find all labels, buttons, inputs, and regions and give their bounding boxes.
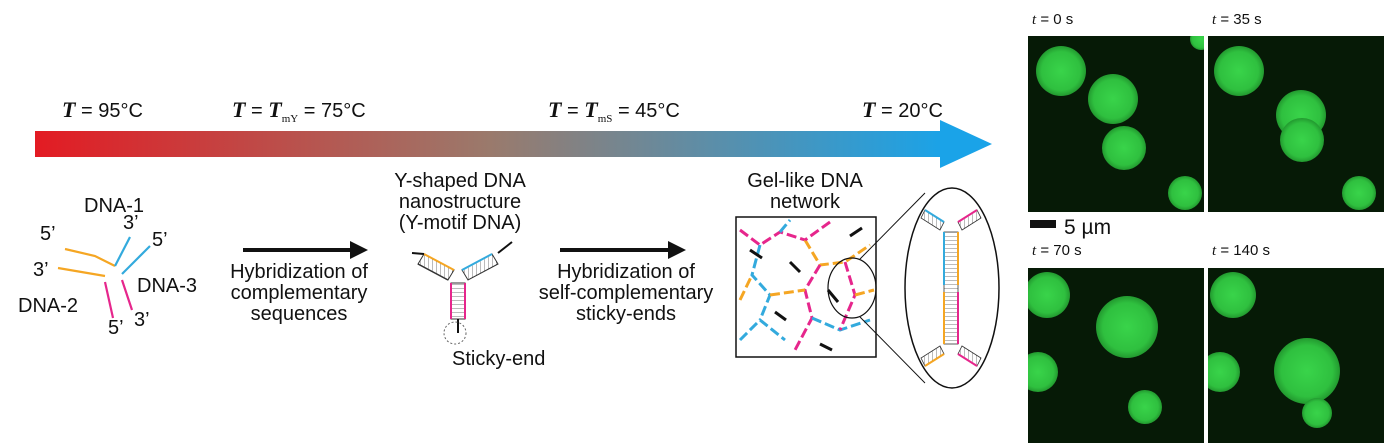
micrograph-t35 bbox=[1208, 36, 1384, 212]
dna2-label: DNA-2 bbox=[18, 295, 79, 317]
dna-network bbox=[735, 187, 1000, 389]
frame-time-label: t = 140 s bbox=[1212, 242, 1270, 259]
sticky-end-label: Sticky-end bbox=[452, 348, 546, 370]
single-strands bbox=[57, 236, 151, 319]
temperature-arrow bbox=[35, 120, 992, 168]
end-label: 5’ bbox=[108, 317, 124, 339]
frame-time-label: t = 70 s bbox=[1032, 242, 1082, 259]
end-label: 5’ bbox=[40, 223, 56, 245]
y-motif-structure bbox=[411, 241, 513, 345]
step1-arrow bbox=[243, 241, 368, 259]
micrograph-t140 bbox=[1208, 268, 1384, 443]
temp-label-tmy: T = TmY = 75°C bbox=[232, 97, 366, 125]
dna1-label: DNA-1 bbox=[84, 195, 145, 217]
temp-label-95: T = 95°C bbox=[62, 97, 143, 122]
scale-bar-label: 5 µm bbox=[1064, 216, 1112, 239]
frame-time-label: t = 0 s bbox=[1032, 11, 1074, 28]
zoomed-junction bbox=[920, 209, 982, 367]
temp-label-tms: T = TmS = 45°C bbox=[548, 97, 680, 125]
temp-label-20: T = 20°C bbox=[862, 97, 943, 122]
dna3-label: DNA-3 bbox=[137, 275, 198, 297]
frame-time-label: t = 35 s bbox=[1212, 11, 1262, 28]
end-label: 3’ bbox=[134, 309, 150, 331]
end-label: 3’ bbox=[123, 212, 139, 234]
scale-bar bbox=[1030, 220, 1056, 228]
end-label: 3’ bbox=[33, 259, 49, 281]
micrograph-t0 bbox=[1028, 36, 1204, 212]
micrograph-t70 bbox=[1028, 268, 1204, 443]
step2-arrow bbox=[560, 241, 686, 259]
end-label: 5’ bbox=[152, 229, 168, 251]
